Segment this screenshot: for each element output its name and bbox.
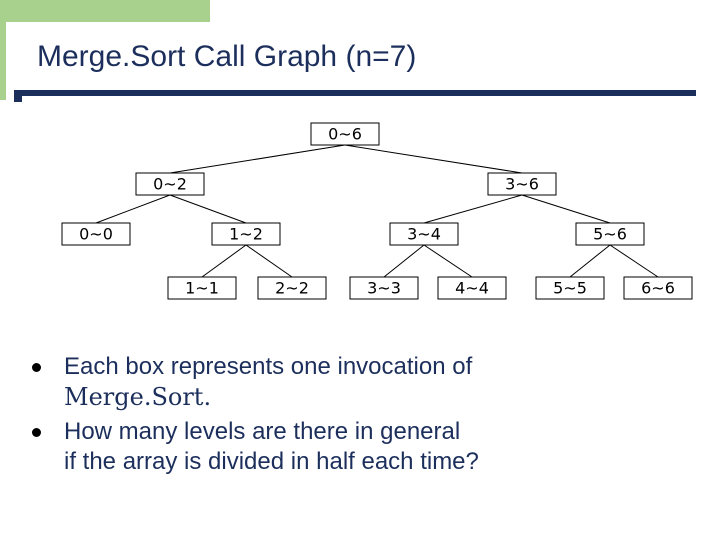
bullet-text: Each box represents one invocation of	[64, 353, 473, 380]
call-node: 5~5	[535, 276, 605, 300]
call-node-box	[349, 276, 419, 300]
call-node-box	[437, 276, 507, 300]
bullet-item: Each box represents one invocation of Me…	[30, 352, 479, 413]
call-node-label: 3~3	[367, 279, 401, 298]
title-area	[6, 22, 720, 92]
call-node: 3~3	[349, 276, 419, 300]
bullet-code: Merge.Sort.	[64, 383, 212, 411]
call-edge	[521, 194, 611, 224]
call-edge	[169, 144, 346, 174]
left-green-band	[0, 0, 6, 100]
call-node-label: 1~2	[229, 225, 263, 244]
call-node-box	[135, 172, 205, 196]
call-node-label: 3~4	[407, 225, 441, 244]
call-node-box	[623, 276, 693, 300]
call-node-label: 3~6	[505, 175, 539, 194]
top-green-band	[0, 0, 210, 22]
call-node: 4~4	[437, 276, 507, 300]
call-node-box	[167, 276, 237, 300]
call-edge	[169, 194, 247, 224]
call-edge	[609, 244, 659, 278]
title-rule-cap	[14, 90, 22, 102]
call-node-box	[535, 276, 605, 300]
call-node-label: 4~4	[455, 279, 489, 298]
call-node-box	[487, 172, 557, 196]
call-node-box	[61, 222, 131, 246]
call-node: 2~2	[257, 276, 327, 300]
call-edge	[569, 244, 611, 278]
call-node: 6~6	[623, 276, 693, 300]
call-node-box	[257, 276, 327, 300]
call-node-box	[211, 222, 281, 246]
call-edge	[344, 144, 523, 174]
call-edge	[245, 244, 293, 278]
call-node-box	[310, 122, 380, 146]
call-node-box	[389, 222, 459, 246]
call-node-label: 0~6	[328, 125, 362, 144]
call-edge	[423, 194, 523, 224]
call-node-label: 0~0	[79, 225, 113, 244]
bullet-item: How many levels are there in general if …	[30, 417, 479, 477]
bullet-list: Each box represents one invocation of Me…	[30, 352, 479, 477]
call-edge	[423, 244, 473, 278]
call-node: 0~0	[61, 222, 131, 246]
call-node-label: 5~5	[553, 279, 587, 298]
call-edge	[383, 244, 425, 278]
call-node: 3~4	[389, 222, 459, 246]
call-node-box	[575, 222, 645, 246]
call-node-label: 6~6	[641, 279, 675, 298]
call-edge	[95, 194, 171, 224]
call-node-label: 5~6	[593, 225, 627, 244]
bullet-text: How many levels are there in general	[64, 418, 461, 445]
call-node-label: 2~2	[275, 279, 309, 298]
call-node: 0~6	[310, 122, 380, 146]
bullet-dot-icon	[32, 363, 41, 372]
slide-title: Merge.Sort Call Graph (n=7)	[37, 40, 417, 73]
call-node-label: 1~1	[185, 279, 219, 298]
call-node: 1~1	[167, 276, 237, 300]
call-node: 1~2	[211, 222, 281, 246]
call-node: 5~6	[575, 222, 645, 246]
call-graph-edges	[95, 144, 659, 278]
title-rule	[14, 90, 696, 96]
call-edge	[201, 244, 247, 278]
call-node-label: 0~2	[153, 175, 187, 194]
call-node: 0~2	[135, 172, 205, 196]
bullet-text-line2: if the array is divided in half each tim…	[64, 448, 479, 475]
call-graph-nodes: 0~6 0~2 3~6 0~0 1~2 3~4 5~6 1~1 2~2 3~3 4~4 5~5 6~6	[61, 122, 693, 300]
call-node: 3~6	[487, 172, 557, 196]
bullet-dot-icon	[32, 428, 41, 437]
